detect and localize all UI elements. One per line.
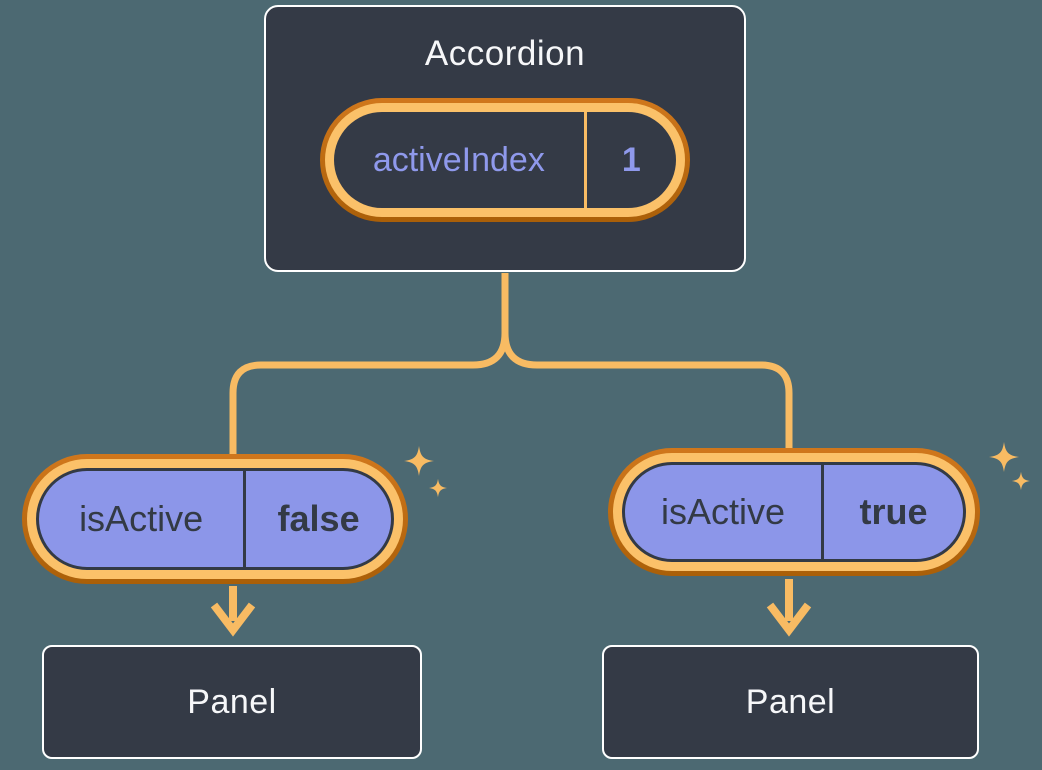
prop-name-label: isActive bbox=[661, 491, 786, 532]
prop-pill-isactive-right: isActive true bbox=[608, 448, 980, 576]
state-pill-core: activeIndex 1 bbox=[334, 112, 676, 208]
prop-pill-core: isActive true bbox=[622, 462, 966, 562]
prop-pill-core: isActive false bbox=[36, 468, 394, 570]
state-value-label: 1 bbox=[621, 140, 641, 179]
connector-branch-left bbox=[229, 332, 509, 456]
panel-component-box-left: Panel bbox=[42, 645, 422, 759]
prop-pill-band: isActive false bbox=[27, 459, 403, 579]
prop-value-label: false bbox=[277, 498, 360, 539]
accordion-title: Accordion bbox=[424, 34, 586, 73]
sparkle-icon bbox=[1011, 471, 1031, 491]
prop-pill-divider bbox=[243, 471, 247, 567]
arrow-left-head bbox=[210, 602, 256, 637]
panel-component-box-right: Panel bbox=[602, 645, 979, 759]
prop-name-label: isActive bbox=[79, 498, 204, 539]
arrow-left bbox=[210, 586, 256, 637]
prop-value-label: true bbox=[859, 491, 928, 532]
connector-tree bbox=[229, 273, 793, 456]
sparkle-icon bbox=[428, 478, 448, 498]
prop-pill-divider bbox=[821, 465, 825, 559]
arrow-right bbox=[766, 579, 812, 637]
state-pill-divider bbox=[583, 112, 587, 208]
state-pill-band: activeIndex 1 bbox=[325, 103, 685, 217]
sparkle-icon bbox=[989, 442, 1019, 472]
connector-branch-right bbox=[501, 332, 793, 450]
prop-pill-isactive-left: isActive false bbox=[22, 454, 408, 584]
arrow-right-head bbox=[766, 602, 812, 637]
state-name-label: activeIndex bbox=[372, 140, 545, 179]
sparkle-icon bbox=[404, 446, 434, 476]
state-pill-activeindex: activeIndex 1 bbox=[320, 98, 690, 222]
prop-pill-band: isActive true bbox=[613, 453, 975, 571]
